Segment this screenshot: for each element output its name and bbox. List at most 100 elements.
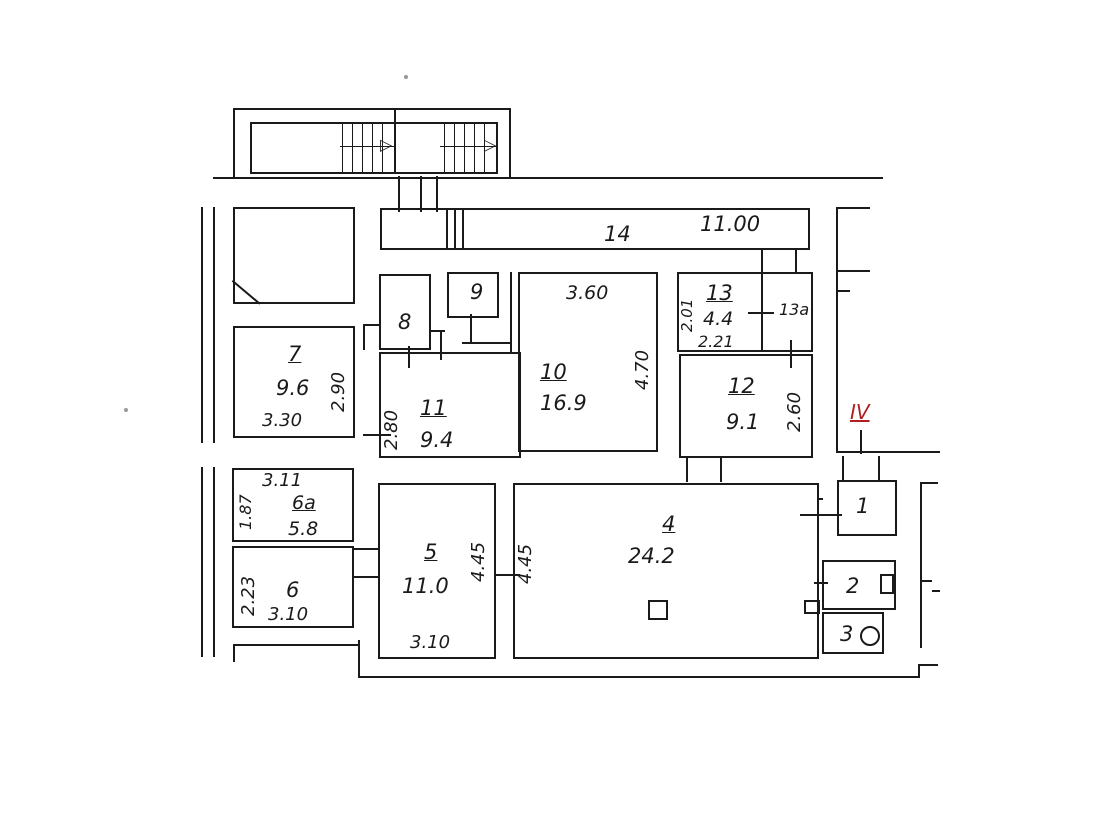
outer-wall-line bbox=[836, 270, 870, 272]
stair-passage-line bbox=[436, 176, 438, 212]
outer-wall-line bbox=[201, 207, 203, 443]
room-11 bbox=[379, 352, 521, 458]
door-mark bbox=[842, 456, 844, 482]
stair-step bbox=[454, 122, 455, 174]
room-14-length: 11.00 bbox=[700, 212, 761, 236]
room-5-number: 5 bbox=[424, 540, 438, 564]
room-8 bbox=[379, 274, 431, 350]
room-7-height: 2.90 bbox=[328, 371, 349, 412]
stair-step bbox=[382, 122, 383, 174]
room-14-number: 14 bbox=[604, 222, 631, 246]
fixture-toilet bbox=[860, 626, 880, 646]
wall-segment bbox=[819, 498, 823, 500]
room-11-number: 11 bbox=[420, 396, 447, 420]
ink-dot bbox=[404, 75, 408, 79]
outer-wall-line bbox=[836, 207, 870, 209]
outer-wall-line bbox=[358, 640, 360, 676]
stair-step bbox=[342, 122, 343, 174]
outer-wall-line bbox=[922, 482, 938, 484]
room-13-passage bbox=[795, 250, 797, 272]
room-13-passage bbox=[761, 250, 763, 272]
stair-outer-wall bbox=[233, 108, 511, 178]
room-12-area: 9.1 bbox=[726, 410, 760, 434]
room-13-area: 4.4 bbox=[703, 308, 734, 330]
stair-step bbox=[464, 122, 465, 174]
room-1 bbox=[837, 480, 897, 536]
room-7-area: 9.6 bbox=[276, 376, 310, 400]
room-5-width: 3.10 bbox=[410, 632, 451, 653]
outer-wall-line bbox=[918, 664, 920, 678]
room-13-number: 13 bbox=[706, 281, 733, 305]
wall-segment bbox=[860, 430, 862, 454]
room-6-height: 2.23 bbox=[238, 575, 259, 616]
door-mark bbox=[800, 514, 842, 516]
room-10-number: 10 bbox=[540, 360, 567, 384]
room-5 bbox=[378, 483, 496, 659]
door-mark bbox=[494, 574, 520, 576]
room-6a-area: 5.8 bbox=[288, 518, 319, 540]
room-9-number: 9 bbox=[470, 280, 484, 304]
room-13a-number: 13a bbox=[779, 300, 810, 319]
door-mark bbox=[408, 346, 410, 368]
room-6a-width: 3.11 bbox=[262, 470, 303, 491]
room-6-width: 3.10 bbox=[268, 604, 309, 625]
room-11-area: 9.4 bbox=[420, 428, 454, 452]
room-5-area: 11.0 bbox=[402, 574, 449, 598]
stair-step bbox=[362, 122, 363, 174]
wall-segment bbox=[462, 342, 512, 344]
door-block bbox=[804, 600, 820, 614]
stair-arrow bbox=[440, 146, 496, 147]
room-11-height: 2.80 bbox=[381, 409, 402, 450]
outer-wall-line bbox=[358, 676, 918, 678]
room-3 bbox=[822, 612, 884, 654]
stair-passage-line bbox=[398, 176, 400, 212]
room-6 bbox=[232, 546, 354, 628]
ink-dot bbox=[124, 408, 128, 412]
room-1-number: 1 bbox=[856, 494, 870, 518]
wall-segment bbox=[363, 324, 381, 326]
stair-inner-wall bbox=[250, 122, 498, 174]
door-mark bbox=[352, 548, 378, 550]
door-mark bbox=[363, 434, 391, 436]
room-4 bbox=[513, 483, 819, 659]
stair-passage-line bbox=[420, 176, 422, 212]
room-4-height: 4.45 bbox=[515, 543, 536, 584]
door-mark bbox=[720, 458, 722, 482]
stair-step bbox=[444, 122, 445, 174]
room-7-number: 7 bbox=[288, 342, 302, 366]
door-mark bbox=[748, 312, 774, 314]
door-mark bbox=[446, 208, 448, 250]
room-6a-number: 6a bbox=[292, 492, 316, 514]
room-6a bbox=[232, 468, 354, 542]
wall-segment bbox=[922, 580, 932, 582]
outer-wall-line bbox=[920, 482, 922, 648]
stair-step bbox=[394, 110, 396, 174]
door-mark bbox=[454, 208, 456, 250]
stair-step bbox=[484, 122, 485, 174]
room-3-number: 3 bbox=[840, 622, 854, 646]
door-mark bbox=[352, 576, 378, 578]
wall-segment bbox=[363, 324, 365, 350]
wall-segment bbox=[431, 330, 445, 332]
room-5-height: 4.45 bbox=[468, 541, 489, 582]
wall-segment bbox=[440, 330, 442, 360]
stair-step bbox=[372, 122, 373, 174]
room-10-width: 3.60 bbox=[566, 282, 609, 304]
stair-arrow-head: ▷ bbox=[380, 135, 393, 154]
room-4-area: 24.2 bbox=[628, 544, 675, 568]
room-10-area: 16.9 bbox=[540, 391, 587, 415]
room-13-height: 2.01 bbox=[678, 298, 696, 332]
door-mark bbox=[470, 314, 472, 344]
outer-wall-line bbox=[213, 177, 883, 179]
room-6-number: 6 bbox=[286, 578, 300, 602]
outer-wall-line bbox=[213, 467, 215, 657]
outer-wall-line bbox=[233, 644, 359, 646]
room-13-width: 2.21 bbox=[698, 332, 734, 351]
fixture-sink bbox=[880, 574, 894, 594]
stair-arrow bbox=[340, 146, 396, 147]
room-top-left bbox=[233, 207, 355, 304]
outer-wall-line bbox=[201, 467, 203, 657]
room-14 bbox=[380, 208, 810, 250]
door-mark bbox=[878, 456, 880, 482]
